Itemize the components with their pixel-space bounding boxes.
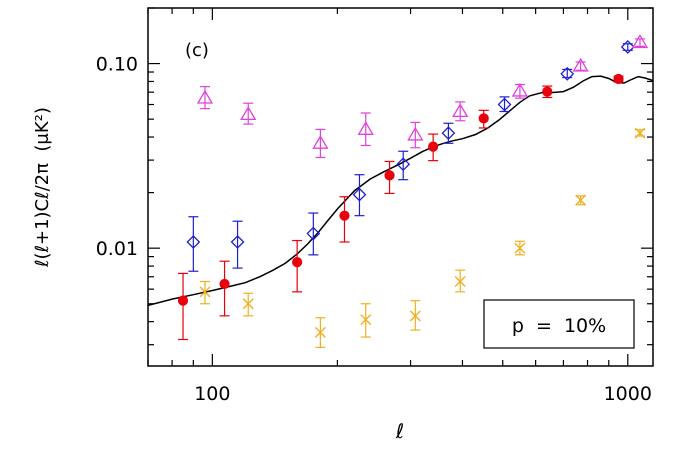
- cross-marker-stroke: [409, 310, 421, 322]
- red-data-point: [384, 160, 395, 195]
- x-tick-label-100: 100: [194, 383, 230, 405]
- yellow-data-point: [575, 194, 587, 206]
- blue-data-point: [620, 40, 635, 54]
- magenta-data-point: [572, 57, 589, 72]
- blue-data-point: [352, 174, 367, 217]
- diamond-marker: [396, 157, 411, 172]
- circle-marker: [384, 170, 395, 181]
- y-axis-label: ℓ(ℓ+1)Cℓ/2π (μK²): [32, 107, 53, 268]
- magenta-data-point: [511, 82, 529, 99]
- blue-data-point: [396, 150, 411, 181]
- theory-curve-line: [148, 75, 653, 307]
- magenta-data-point: [196, 86, 214, 110]
- blue-data-point: [441, 122, 456, 144]
- magenta-data-point: [631, 34, 649, 49]
- triangle-marker: [631, 34, 649, 49]
- panel-label: (c): [185, 40, 209, 61]
- red-data-point: [478, 109, 489, 129]
- triangle-marker: [407, 126, 424, 141]
- yellow-data-point: [360, 303, 372, 338]
- red-data-point: [613, 73, 624, 85]
- triangle-marker: [196, 89, 214, 104]
- red-data-point: [339, 196, 350, 243]
- yellow-data-point: [454, 269, 466, 293]
- cross-marker-stroke: [454, 275, 466, 287]
- red-data-point: [292, 239, 303, 293]
- y-tick-label-0.01: 0.01: [96, 238, 138, 260]
- data-points-layer: [177, 34, 649, 349]
- y-tick-label-0.10: 0.10: [96, 54, 138, 76]
- yellow-data-point: [409, 299, 421, 331]
- blue-data-point: [497, 96, 512, 113]
- cross-marker-stroke: [360, 314, 372, 326]
- triangle-marker: [357, 121, 374, 135]
- cross-marker-stroke: [314, 326, 326, 338]
- triangle-marker: [312, 134, 329, 149]
- triangle-marker: [452, 103, 469, 118]
- blue-data-point: [560, 66, 575, 81]
- triangle-marker: [511, 82, 529, 97]
- triangle-marker: [572, 57, 589, 72]
- yellow-data-point: [242, 292, 254, 317]
- circle-marker: [339, 210, 350, 221]
- cross-marker-stroke: [575, 194, 587, 206]
- plot-frame: [147, 7, 654, 367]
- theory-curve-layer: [148, 75, 653, 307]
- circle-marker: [428, 141, 439, 152]
- yellow-data-point: [634, 127, 646, 139]
- magenta-data-point: [357, 112, 374, 147]
- blue-data-point: [186, 216, 201, 272]
- triangle-marker: [240, 106, 257, 121]
- red-data-point: [219, 260, 230, 317]
- yellow-data-point: [199, 280, 211, 305]
- circle-marker: [542, 86, 553, 97]
- diamond-marker: [620, 40, 635, 54]
- annotation-text: p = 10%: [512, 315, 606, 337]
- cross-marker-stroke: [514, 242, 526, 254]
- red-data-point: [428, 133, 439, 162]
- magenta-data-point: [407, 121, 424, 149]
- diamond-marker: [230, 235, 245, 249]
- blue-data-point: [230, 220, 245, 269]
- cross-marker-stroke: [242, 298, 254, 310]
- red-data-point: [542, 85, 553, 99]
- x-axis-label: ℓ: [395, 419, 404, 443]
- red-data-point: [177, 272, 189, 341]
- circle-marker: [177, 295, 189, 306]
- magenta-data-point: [240, 102, 257, 125]
- circle-marker: [292, 257, 303, 268]
- yellow-data-point: [514, 240, 526, 256]
- diamond-marker: [352, 187, 367, 202]
- diamond-marker: [560, 66, 575, 81]
- diamond-marker: [441, 126, 456, 141]
- annotation-box: [483, 299, 635, 349]
- x-tick-label-1000: 1000: [604, 383, 652, 405]
- diamond-marker: [497, 97, 512, 112]
- circle-marker: [219, 278, 230, 290]
- circle-marker: [478, 113, 489, 124]
- cross-marker-stroke: [634, 127, 646, 139]
- magenta-data-point: [452, 101, 469, 122]
- diamond-marker: [306, 226, 321, 241]
- diamond-marker: [186, 235, 201, 249]
- blue-data-point: [306, 212, 321, 256]
- yellow-data-point: [314, 317, 326, 349]
- cross-marker-stroke: [199, 286, 211, 298]
- axis-ticks: [147, 7, 653, 366]
- magenta-data-point: [312, 128, 329, 159]
- circle-marker: [613, 73, 624, 85]
